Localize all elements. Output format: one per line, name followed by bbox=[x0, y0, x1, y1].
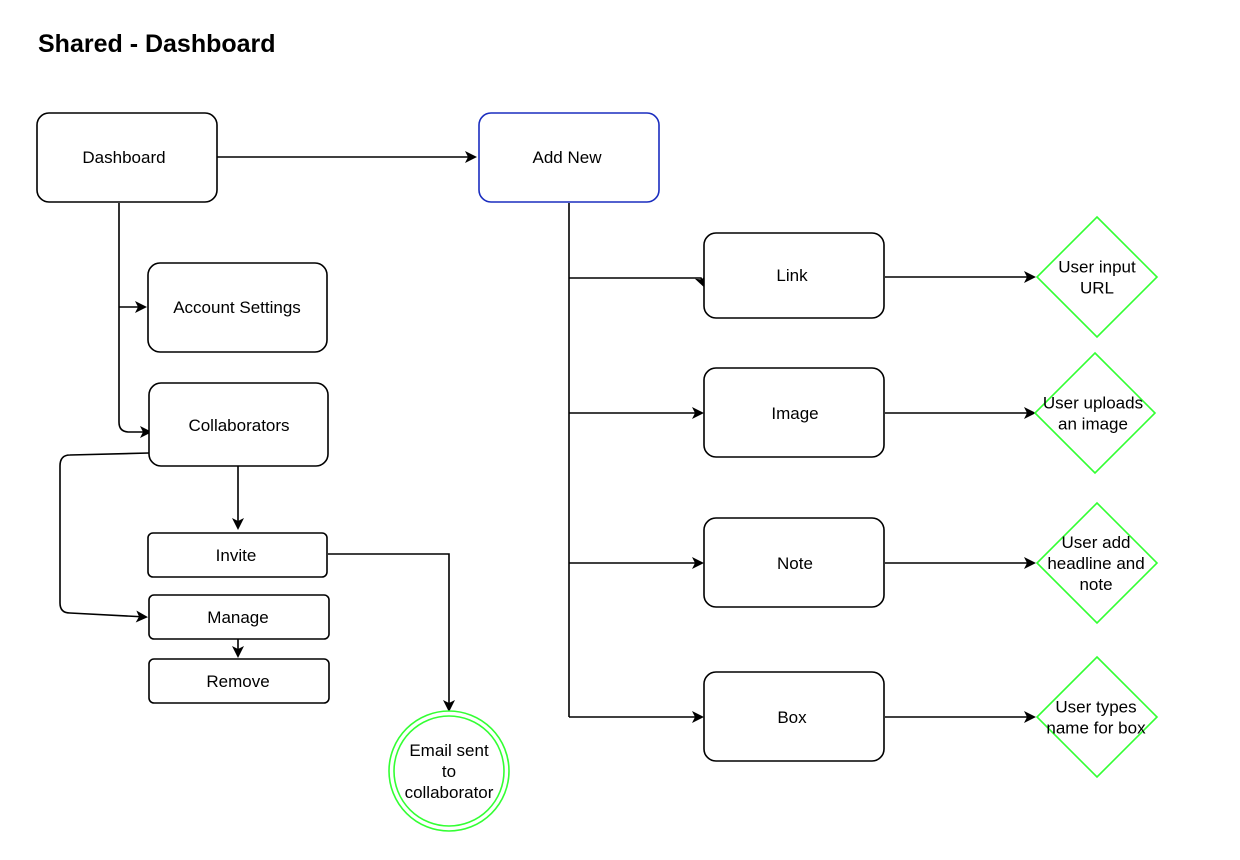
edge-dashboard-trunk bbox=[118, 203, 152, 438]
node-label-line: Email sent bbox=[409, 741, 489, 760]
node-dashboard[interactable]: Dashboard bbox=[36, 112, 218, 203]
add-new-label: Add New bbox=[533, 148, 603, 167]
invite-label: Invite bbox=[216, 546, 257, 565]
link-label: Link bbox=[776, 266, 808, 285]
node-label-line: Image bbox=[771, 404, 818, 423]
dashboard-label: Dashboard bbox=[82, 148, 165, 167]
node-image[interactable]: Image bbox=[703, 367, 885, 458]
edge-invite-to-email-sent bbox=[328, 553, 455, 712]
user-types-name-label: User types name for box bbox=[1046, 698, 1146, 738]
node-remove[interactable]: Remove bbox=[148, 658, 330, 704]
collaborators-label: Collaborators bbox=[188, 416, 289, 435]
node-invite[interactable]: Invite bbox=[147, 532, 328, 578]
node-label-line: headline and bbox=[1047, 554, 1144, 573]
node-note[interactable]: Note bbox=[703, 517, 885, 608]
node-label-line: Remove bbox=[206, 672, 269, 691]
remove-label: Remove bbox=[206, 672, 269, 691]
node-label-line: User uploads bbox=[1043, 394, 1143, 413]
node-box[interactable]: Box bbox=[703, 671, 885, 762]
node-label-line: an image bbox=[1058, 415, 1128, 434]
manage-label: Manage bbox=[207, 608, 268, 627]
user-add-headline-label: User add headline and note bbox=[1047, 533, 1144, 594]
node-label-line: User add bbox=[1062, 533, 1131, 552]
node-link[interactable]: Link bbox=[703, 232, 885, 319]
node-label-line: Manage bbox=[207, 608, 268, 627]
page-title: Shared - Dashboard bbox=[38, 30, 276, 58]
box-label: Box bbox=[777, 708, 807, 727]
node-label-line: Add New bbox=[533, 148, 603, 167]
node-label-line: Account Settings bbox=[173, 298, 301, 317]
node-manage[interactable]: Manage bbox=[148, 594, 330, 640]
node-label-line: Link bbox=[776, 266, 808, 285]
edge-add-new-to-link bbox=[569, 274, 707, 288]
node-collaborators[interactable]: Collaborators bbox=[148, 382, 329, 467]
node-label-line: Collaborators bbox=[188, 416, 289, 435]
node-label-line: Dashboard bbox=[82, 148, 165, 167]
node-add-new[interactable]: Add New bbox=[478, 112, 660, 203]
node-user-types-name[interactable]: User types name for box bbox=[1035, 655, 1159, 779]
email-sent-label: Email sent to collaborator bbox=[405, 741, 494, 802]
node-user-uploads-image[interactable]: User uploads an image bbox=[1033, 351, 1157, 475]
node-label-line: collaborator bbox=[405, 783, 494, 802]
node-label-line: note bbox=[1079, 575, 1112, 594]
node-label-line: to bbox=[442, 762, 456, 781]
node-email-sent[interactable]: Email sent to collaborator bbox=[388, 710, 510, 832]
edge-collaborators-to-manage bbox=[59, 452, 150, 623]
node-label-line: name for box bbox=[1046, 719, 1146, 738]
node-label-line: Invite bbox=[216, 546, 257, 565]
user-uploads-image-label: User uploads an image bbox=[1043, 394, 1143, 434]
node-user-add-headline[interactable]: User add headline and note bbox=[1035, 501, 1159, 625]
image-label: Image bbox=[771, 404, 818, 423]
node-label-line: URL bbox=[1080, 279, 1114, 298]
node-label-line: Box bbox=[777, 708, 807, 727]
note-label: Note bbox=[777, 554, 813, 573]
node-label-line: User input bbox=[1058, 258, 1136, 277]
node-account-settings[interactable]: Account Settings bbox=[147, 262, 328, 353]
node-label-line: User types bbox=[1055, 698, 1136, 717]
account-settings-label: Account Settings bbox=[173, 298, 301, 317]
node-label-line: Note bbox=[777, 554, 813, 573]
